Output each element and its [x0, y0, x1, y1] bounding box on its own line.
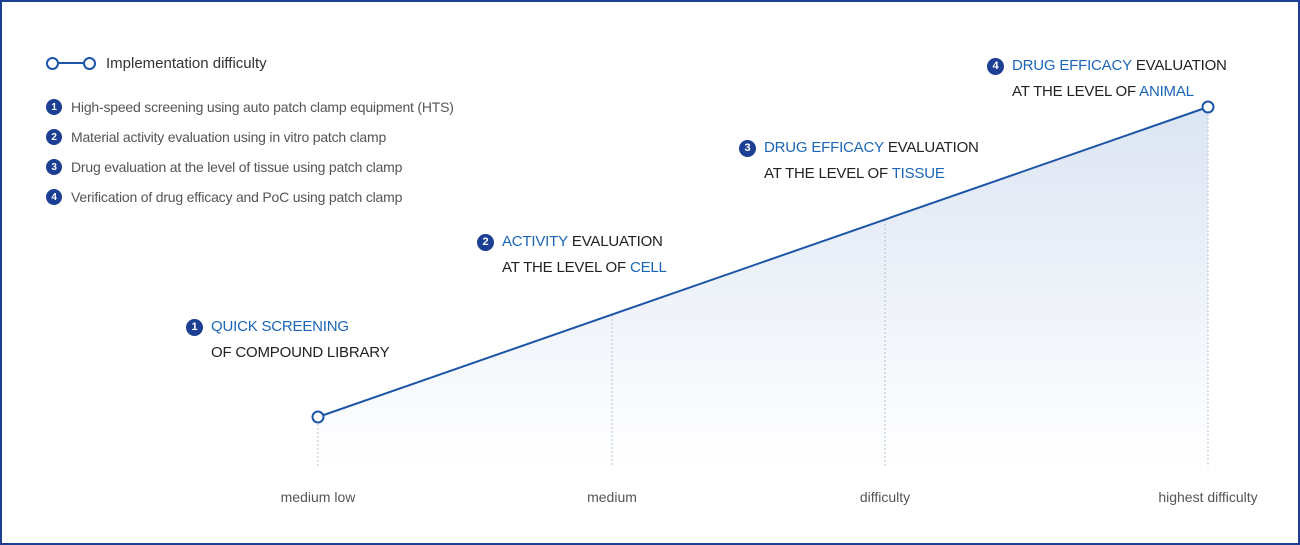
number-badge-icon: 3: [46, 159, 62, 175]
number-badge-icon: 4: [46, 189, 62, 205]
list-item: 4 Verification of drug efficacy and PoC u…: [46, 182, 454, 212]
list-item-text: Verification of drug efficacy and PoC us…: [71, 189, 403, 205]
number-badge-icon: 3: [739, 139, 756, 157]
legend: Implementation difficulty: [46, 54, 267, 72]
stage-3-label: 3 DRUG EFFICACY EVALUATION AT THE LEVEL O…: [739, 135, 979, 187]
stage-highlight: CELL: [629, 259, 667, 276]
stage-highlight: TISSUE: [891, 165, 945, 182]
stage-highlight: QUICK SCREENING: [211, 318, 349, 335]
x-axis-label: medium: [587, 489, 637, 505]
stage-1-label: 1 QUICK SCREENING OF COMPOUND LIBRARY: [186, 314, 390, 366]
number-badge-icon: 1: [186, 318, 203, 336]
start-point-marker: [311, 410, 325, 424]
x-axis-label: highest difficulty: [1158, 489, 1258, 505]
stage-text: AT THE LEVEL OF: [1012, 83, 1140, 100]
x-axis-label: difficulty: [859, 489, 911, 505]
number-badge-icon: 4: [987, 57, 1004, 75]
stage-text: OF COMPOUND LIBRARY: [211, 344, 390, 361]
legend-title: Implementation difficulty: [106, 54, 267, 72]
stage-2-label: 2 ACTIVITY EVALUATION AT THE LEVEL OF CEL…: [477, 229, 667, 281]
method-list: 1 High-speed screening using auto patch c…: [46, 92, 454, 212]
list-item-text: Drug evaluation at the level of tissue u…: [71, 159, 403, 175]
x-axis-label: medium low: [280, 489, 356, 505]
list-item-text: High-speed screening using auto patch cl…: [71, 99, 454, 115]
list-item-text: Material activity evaluation using in vi…: [71, 129, 387, 145]
list-item: 1 High-speed screening using auto patch c…: [46, 92, 454, 122]
list-item: 2 Material activity evaluation using in v…: [46, 122, 454, 152]
stage-text: AT THE LEVEL OF: [764, 165, 892, 182]
stage-text: EVALUATION: [1131, 57, 1227, 74]
stage-highlight: ACTIVITY: [502, 233, 568, 250]
stage-text: EVALUATION: [883, 139, 979, 156]
difficulty-area-fill: [318, 107, 1208, 467]
stage-highlight: DRUG EFFICACY: [764, 139, 884, 156]
difficulty-line: [317, 106, 1209, 418]
end-point-marker: [1201, 100, 1215, 114]
stage-highlight: ANIMAL: [1139, 83, 1194, 100]
number-badge-icon: 1: [46, 99, 62, 115]
stage-highlight: DRUG EFFICACY: [1012, 57, 1132, 74]
number-badge-icon: 2: [46, 129, 62, 145]
stage-text: AT THE LEVEL OF: [502, 259, 630, 276]
list-item: 3 Drug evaluation at the level of tissue …: [46, 152, 454, 182]
stage-text: EVALUATION: [567, 233, 663, 250]
stage-4-label: 4 DRUG EFFICACY EVALUATION AT THE LEVEL O…: [987, 53, 1227, 105]
number-badge-icon: 2: [477, 233, 494, 251]
line-with-endpoints-icon: [46, 54, 96, 72]
